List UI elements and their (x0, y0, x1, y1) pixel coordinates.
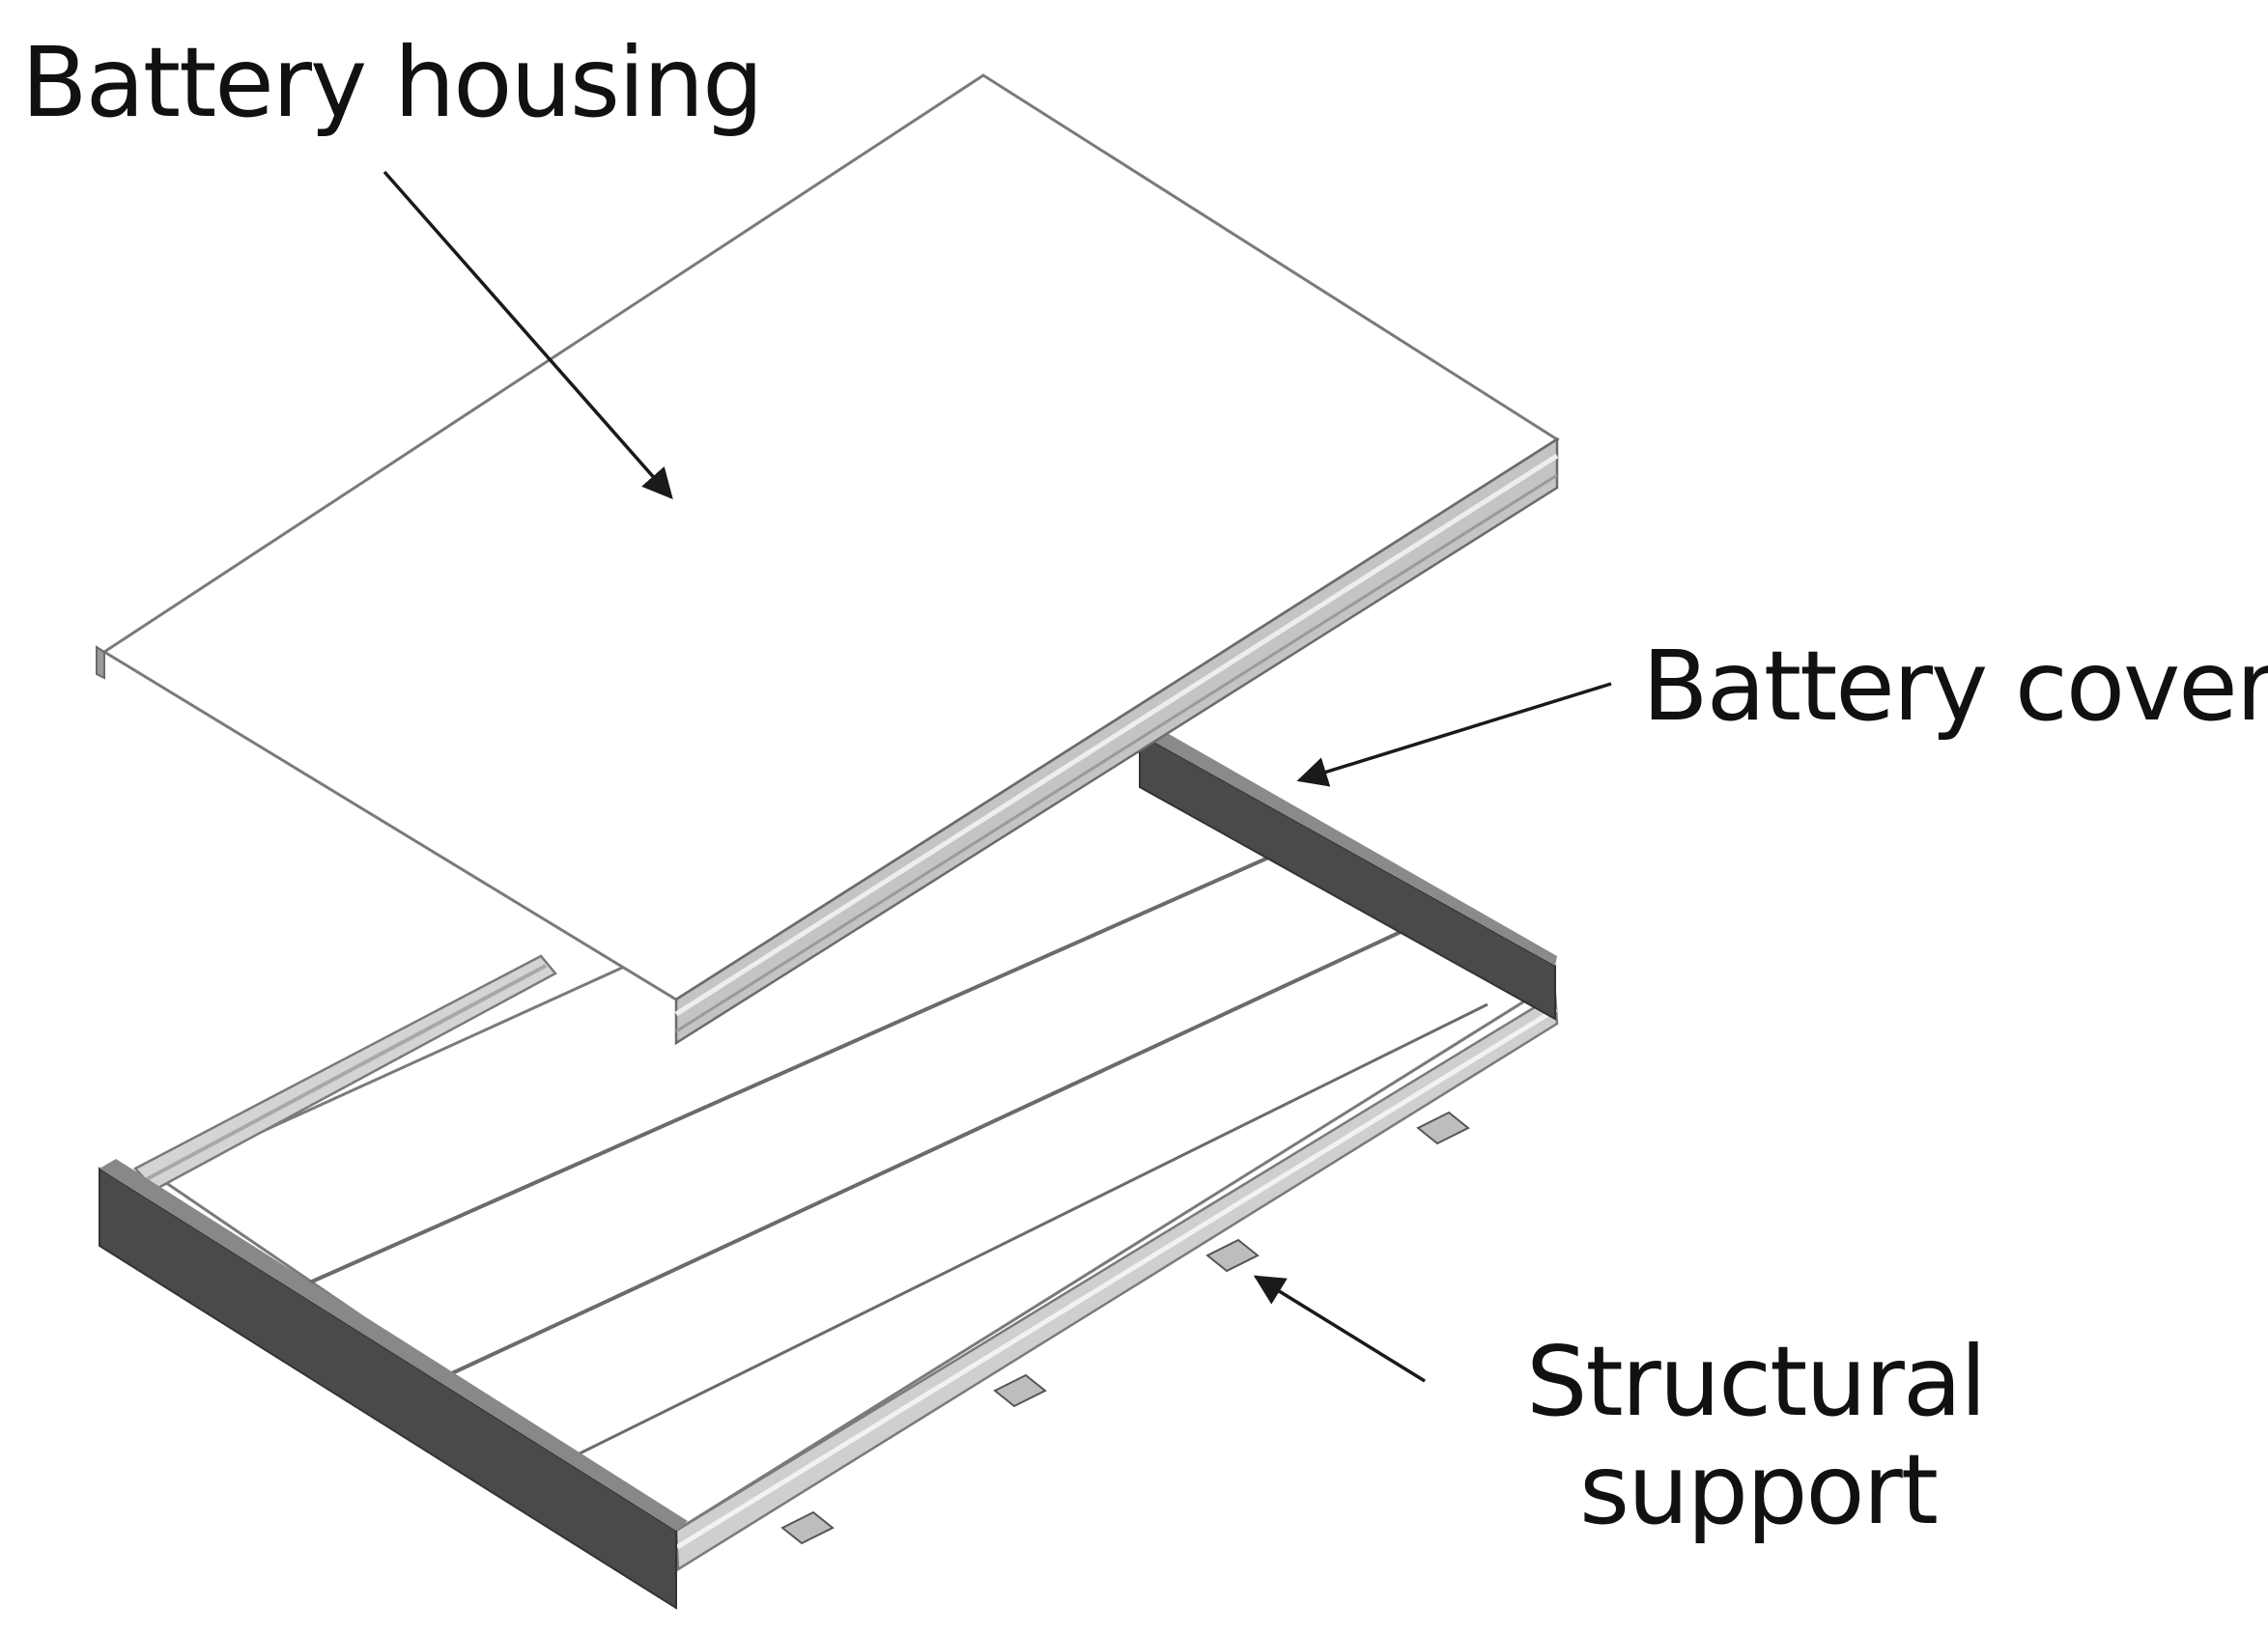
support-tab (1205, 1238, 1260, 1273)
divider-rail-2 (439, 930, 1402, 1381)
support-leader-arrow (1253, 1275, 1426, 1383)
structural-support-label: Structural support (1526, 1325, 1987, 1546)
support-tab (993, 1373, 1047, 1408)
structural-support-tabs (780, 1111, 1470, 1545)
lower-tray (99, 726, 1559, 1610)
battery-cover-label: Battery cover (1642, 630, 2268, 743)
support-tab (780, 1510, 835, 1545)
structural-support-label-line1: Structural (1526, 1325, 1987, 1438)
divider-rail-3 (569, 1002, 1488, 1460)
upper-housing-panel (96, 73, 1560, 1046)
leader-lines (383, 170, 1612, 1383)
housing-leader-arrow (383, 170, 673, 499)
divider-rail-1 (294, 853, 1276, 1291)
battery-housing-label: Battery housing (21, 26, 764, 139)
front-rail (674, 992, 1559, 1572)
housing-left-lip (96, 645, 105, 680)
support-tab (1416, 1111, 1470, 1145)
cover-leader-arrow (1296, 682, 1612, 787)
end-wall-right (1139, 732, 1556, 1021)
structural-support-label-line2: support (1579, 1433, 1939, 1546)
